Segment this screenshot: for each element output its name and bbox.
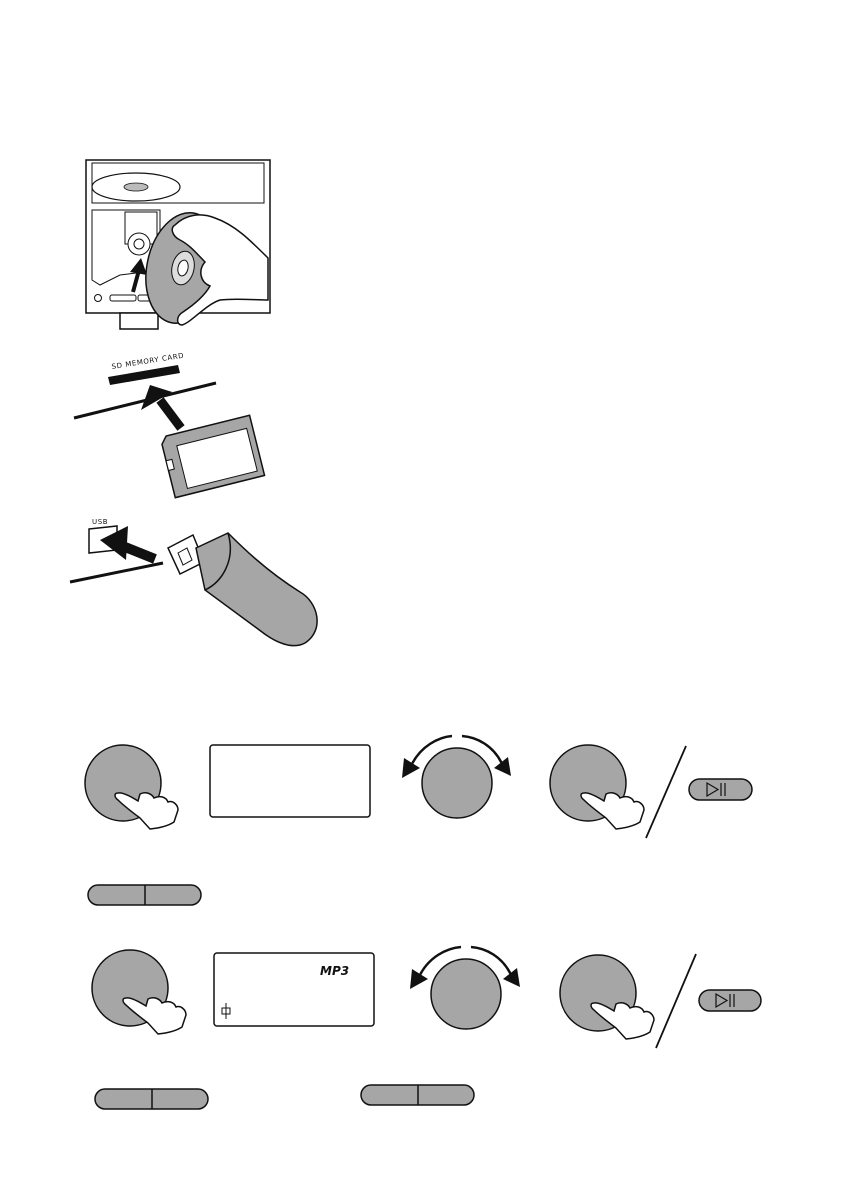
unit-stand (120, 313, 158, 329)
lcd-display-mp3: MP3 (214, 953, 374, 1026)
divider-slash (656, 954, 696, 1048)
divider-slash (646, 746, 686, 838)
rotary-knob-illustration (402, 736, 511, 818)
sd-card-illustration: SD MEMORY CARD (74, 352, 265, 498)
usb-illustration: USB (70, 518, 317, 646)
press-button-illustration (85, 745, 178, 829)
rotate-right-arrow-icon (494, 757, 511, 776)
mp3-indicator: MP3 (320, 964, 349, 978)
press-button-illustration-4 (560, 955, 654, 1039)
lcd-display-blank (210, 745, 370, 817)
rotate-right-arrow-icon (503, 968, 520, 987)
rotary-knob (431, 959, 501, 1029)
press-button-illustration-3 (92, 950, 186, 1034)
two-segment-button-3 (361, 1085, 474, 1105)
two-segment-button-2 (95, 1089, 208, 1109)
rotary-knob (422, 748, 492, 818)
two-segment-button-1 (88, 885, 201, 905)
rotate-left-arrow-icon (402, 758, 420, 778)
usb-port-label: USB (92, 518, 108, 526)
play-pause-button (689, 779, 752, 800)
play-pause-button-2 (699, 990, 761, 1011)
step-row-1 (85, 736, 752, 838)
usb-stick (168, 533, 317, 646)
rotary-knob-illustration-2 (410, 947, 520, 1029)
press-button-illustration-2 (550, 745, 644, 829)
step-row-2: MP3 (92, 947, 761, 1048)
cd-insertion-illustration (86, 160, 270, 330)
rotate-left-arrow-icon (410, 969, 428, 989)
